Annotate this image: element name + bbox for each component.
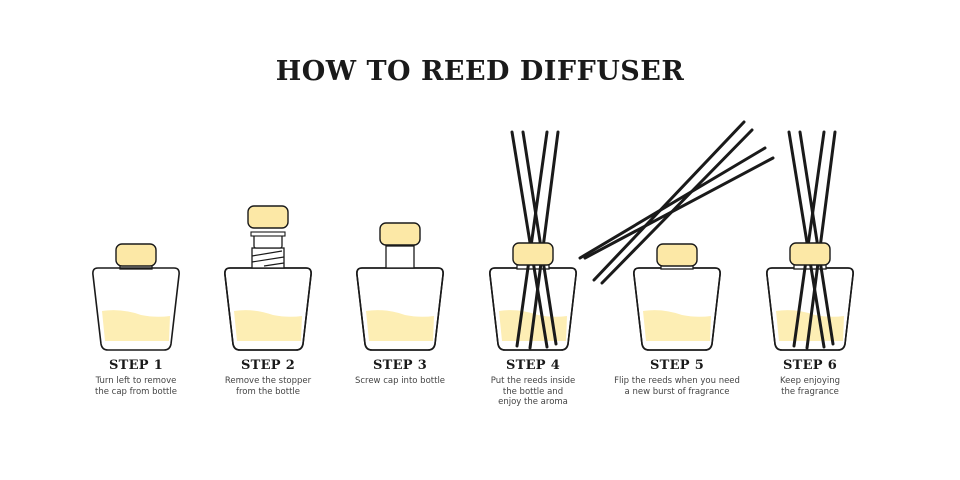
step-description: Put the reeds inside the bottle and enjo… [490,376,576,407]
cap-icon [115,243,157,267]
bottle-step-3 [356,222,444,351]
step-2: STEP 2 Remove the stopper from the bottl… [183,358,353,397]
bottle-step-6 [766,130,854,351]
step-4: STEP 4 Put the reeds inside the bottle a… [448,358,618,408]
step-label: STEP 5 [649,358,705,373]
step-5: STEP 5 Flip the reeds when you need a ne… [592,358,762,397]
bottle-step-4 [489,130,577,351]
step-label: STEP 1 [108,358,164,373]
reeds-icon [787,130,837,350]
cap-icon [656,243,698,267]
cap-icon [379,222,421,246]
step-1: STEP 1 Turn left to remove the cap from … [51,358,221,397]
step-label: STEP 6 [782,358,838,373]
page-title: HOW TO REED DIFFUSER [275,56,685,87]
cap-icon [247,205,289,229]
bottle-step-2 [224,205,312,351]
step-label: STEP 2 [240,358,296,373]
step-description: Flip the reeds when you need a new burst… [614,376,740,397]
step-3: STEP 3 Screw cap into bottle [315,358,485,387]
step-6: STEP 6 Keep enjoying the fragrance [725,358,895,397]
step-description: Screw cap into bottle [354,376,446,386]
step-label: STEP 4 [505,358,561,373]
step-description: Turn left to remove the cap from bottle [95,376,177,397]
bottle-step-5 [578,120,775,351]
bottle-step-1 [92,243,180,351]
cap-icon [512,242,554,266]
reeds-icon [510,130,560,350]
step-description: Keep enjoying the fragrance [779,376,841,397]
step-description: Remove the stopper from the bottle [224,376,312,397]
step-label: STEP 3 [372,358,428,373]
cap-icon [789,242,831,266]
reeds-icon [578,120,775,285]
